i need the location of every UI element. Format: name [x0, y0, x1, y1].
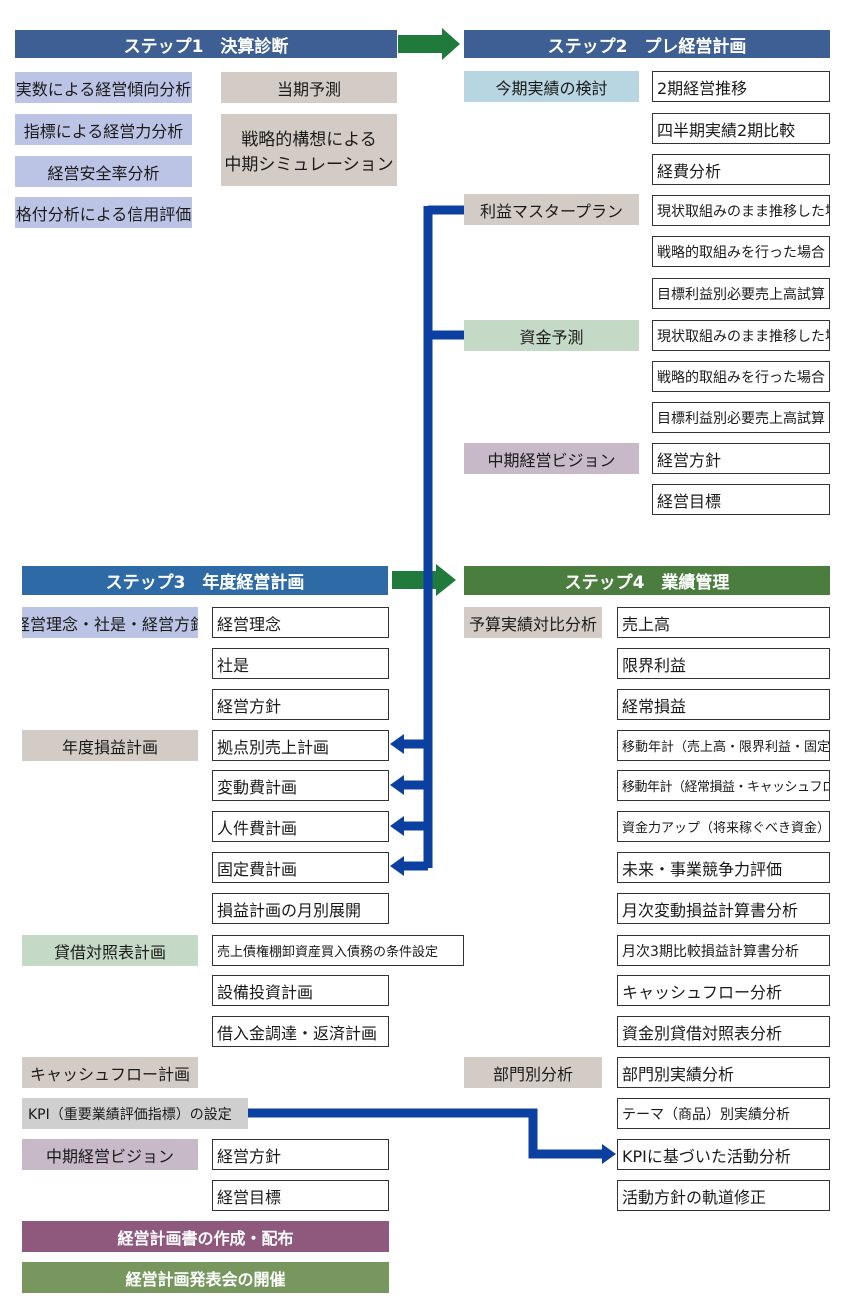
- funds-forecast-label: 資金予測: [464, 320, 639, 351]
- funds-item: 目標利益別必要売上高試算: [652, 402, 830, 433]
- kpi-connector: [248, 1108, 616, 1164]
- dept-item: テーマ（商品）別実績分析: [617, 1098, 830, 1129]
- profit-master-item: 目標利益別必要売上高試算: [652, 278, 830, 309]
- step1-item: 実数による経営傾向分析: [15, 72, 192, 103]
- budget-item: 未来・事業競争力評価: [617, 852, 830, 883]
- vision-item: 経営目標: [652, 484, 830, 515]
- budget-item: 月次変動損益計算書分析: [617, 893, 830, 924]
- bs-plan-item: 借入金調達・返済計画: [212, 1016, 389, 1047]
- funds-item: 現状取組みのまま推移した場合: [652, 320, 830, 351]
- dept-item: 活動方針の軌道修正: [617, 1180, 830, 1211]
- funds-item: 戦略的取組みを行った場合: [652, 361, 830, 392]
- review-item: 四半期実績2期比較: [652, 113, 830, 144]
- budget-item: 売上高: [617, 607, 830, 638]
- pl-plan-item: 固定費計画: [212, 852, 389, 883]
- budget-item: 移動年計（経常損益・キャッシュフロー）: [617, 770, 830, 801]
- profit-master-item: 現状取組みのまま推移した場合: [652, 195, 830, 226]
- vision-item: 経営方針: [652, 443, 830, 474]
- pre-plan-to-annual-plan-connector: [402, 205, 464, 871]
- bs-plan-label: 貸借対照表計画: [22, 935, 198, 966]
- step1-header: ステップ1 決算診断: [15, 30, 397, 58]
- cashflow-plan-label: キャッシュフロー計画: [22, 1057, 198, 1088]
- budget-analysis-label: 予算実績対比分析: [464, 607, 602, 638]
- philosophy-item: 経営方針: [212, 689, 389, 720]
- profit-master-label: 利益マスタープラン: [464, 194, 639, 225]
- plan-document-bar: 経営計画書の作成・配布: [22, 1221, 389, 1252]
- bs-plan-item: 売上債権棚卸資産買入債務の条件設定: [212, 935, 464, 966]
- midterm-vision-label: 中期経営ビジョン: [464, 443, 639, 474]
- current-period-forecast: 当期予測: [221, 72, 397, 103]
- review-label: 今期実績の検討: [464, 71, 639, 102]
- simulation-line-1: 戦略的構想による: [241, 130, 377, 150]
- arrowheads-left: [390, 734, 404, 876]
- pl-plan-item: 拠点別売上計画: [212, 730, 389, 761]
- step1-item: 格付分析による信用評価: [15, 197, 192, 228]
- profit-master-item: 戦略的取組みを行った場合: [652, 236, 830, 267]
- budget-item: 移動年計（売上高・限界利益・固定費）: [617, 730, 830, 761]
- step1-item: 指標による経営力分析: [15, 114, 192, 145]
- step2-header: ステップ2 プレ経営計画: [464, 30, 830, 58]
- philosophy-item: 社是: [212, 648, 389, 679]
- dept-item: 部門別実績分析: [617, 1057, 830, 1088]
- midterm-simulation: 戦略的構想による 中期シミュレーション: [221, 114, 397, 186]
- step3-vision-item: 経営目標: [212, 1180, 389, 1211]
- bs-plan-item: 設備投資計画: [212, 975, 389, 1006]
- philosophy-label: 経営理念・社是・経営方針: [22, 607, 198, 638]
- budget-item: 経常損益: [617, 689, 830, 720]
- pl-plan-item: 人件費計画: [212, 811, 389, 842]
- budget-item: 限界利益: [617, 648, 830, 679]
- budget-item: 月次3期比較損益計算書分析: [617, 935, 830, 966]
- review-item: 2期経営推移: [652, 71, 830, 102]
- step1-item: 経営安全率分析: [15, 156, 192, 187]
- dept-analysis-label: 部門別分析: [464, 1057, 602, 1088]
- budget-item: キャッシュフロー分析: [617, 975, 830, 1006]
- simulation-line-2: 中期シミュレーション: [224, 155, 394, 175]
- budget-item: 資金別貸借対照表分析: [617, 1016, 830, 1047]
- philosophy-item: 経営理念: [212, 607, 389, 638]
- annual-pl-plan-label: 年度損益計画: [22, 730, 198, 761]
- budget-item: 資金力アップ（将来稼ぐべき資金）: [617, 811, 830, 842]
- dept-item: KPIに基づいた活動分析: [617, 1139, 830, 1170]
- pl-plan-item: 変動費計画: [212, 770, 389, 801]
- kpi-setting-label: KPI（重要業績評価指標）の設定: [22, 1098, 248, 1129]
- pl-plan-item: 損益計画の月別展開: [212, 893, 389, 924]
- review-item: 経費分析: [652, 154, 830, 185]
- step3-header: ステップ3 年度経営計画: [22, 566, 388, 595]
- step3-midterm-vision-label: 中期経営ビジョン: [22, 1139, 198, 1170]
- step4-header: ステップ4 業績管理: [464, 566, 830, 595]
- step3-vision-item: 経営方針: [212, 1139, 389, 1170]
- step1-to-step2-arrow: [398, 28, 460, 60]
- plan-meeting-bar: 経営計画発表会の開催: [22, 1262, 389, 1293]
